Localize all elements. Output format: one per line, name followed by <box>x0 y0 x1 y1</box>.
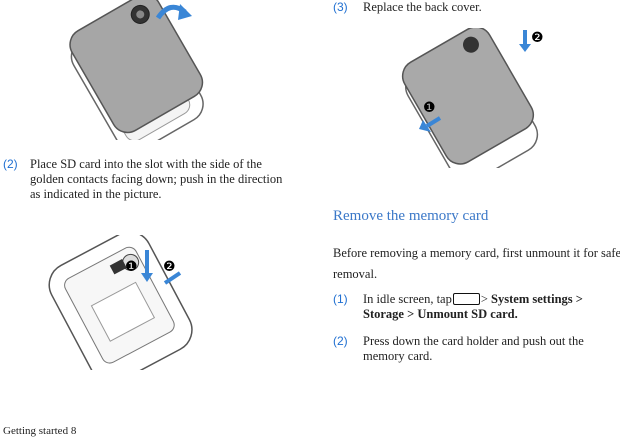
step-text: Place SD card into the slot with the sid… <box>30 157 283 201</box>
illustration-insert-sd-card: ❶ ❷ <box>25 235 220 370</box>
step-number: (1) <box>333 292 348 306</box>
step-text: Replace the back cover. <box>363 0 482 14</box>
menu-path: System settings > Storage > Unmount SD c… <box>363 292 583 321</box>
step-text: In idle screen, tap > System settings > S… <box>363 292 618 322</box>
badge-one: ❶ <box>423 100 436 116</box>
illustration-replace-cover: ❷ ❶ <box>385 28 555 168</box>
badge-two: ❷ <box>531 30 544 46</box>
intro-text: Before removing a memory card, first unm… <box>333 246 620 281</box>
step-number: (3) <box>333 0 348 14</box>
page-footer: Getting started 8 <box>3 425 77 437</box>
badge-one: ❶ <box>125 259 138 275</box>
step-text-pre: In idle screen, tap <box>363 292 452 306</box>
section-title: Remove the memory card <box>333 208 489 224</box>
step-text-sep: > <box>480 292 488 306</box>
step-number: (2) <box>333 334 348 348</box>
menu-key-icon <box>452 293 480 305</box>
illustration-remove-cover <box>50 0 220 140</box>
badge-two: ❷ <box>163 259 176 275</box>
step-text: Press down the card holder and push out … <box>363 334 584 363</box>
step-number: (2) <box>3 157 18 171</box>
